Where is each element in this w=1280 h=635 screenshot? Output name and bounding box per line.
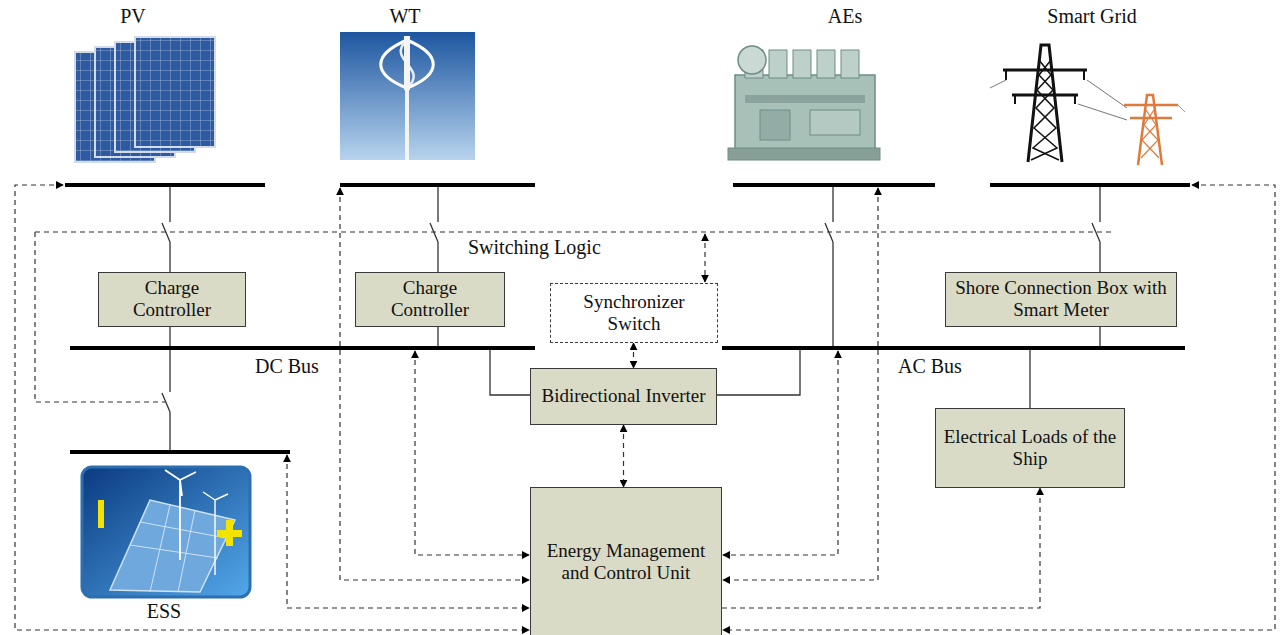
power-wire [1099, 326, 1100, 346]
energy-storage [130, 505, 226, 592]
controller-box: Charge Controller [98, 272, 246, 327]
wind-turbine [340, 32, 475, 160]
control-connector [722, 488, 1040, 608]
auxiliary-engine [728, 46, 880, 160]
controller-box: Charge Controller [355, 272, 505, 327]
bus-bar [722, 346, 1185, 350]
power-wire [825, 187, 833, 346]
power-wire [717, 350, 800, 395]
box-text: Bidirectional Inverter [541, 385, 705, 407]
control-line [287, 455, 529, 608]
power-wire [490, 350, 530, 395]
control-unit-box: Energy Management and Control Unit [530, 487, 722, 635]
power-wire [430, 187, 438, 272]
bus-label: DC Bus [255, 355, 319, 378]
auxiliary-engine [810, 110, 860, 135]
control-connector [633, 343, 634, 368]
transmission-tower [1003, 70, 1087, 95]
control-line [723, 185, 1275, 630]
energy-storage [165, 470, 196, 560]
auxiliary-engine [728, 148, 880, 160]
source-label: PV [120, 5, 146, 28]
source-label: ESS [147, 600, 181, 623]
auxiliary-engine [760, 110, 790, 140]
bus-bar [340, 183, 535, 187]
box-text: Charge Controller [363, 277, 497, 322]
bus-label: AC Bus [898, 355, 962, 378]
power-wire [437, 326, 438, 346]
power-wire [1092, 187, 1100, 272]
auxiliary-engine [793, 50, 811, 78]
shore-box: Shore Connection Box with Smart Meter [945, 272, 1177, 327]
power-wire [162, 350, 170, 450]
auxiliary-engine [841, 50, 859, 78]
auxiliary-engine [735, 75, 875, 150]
auxiliary-engine [769, 50, 787, 78]
box-text: Charge Controller [106, 277, 238, 322]
pv-panels [135, 37, 215, 147]
energy-storage [82, 467, 250, 597]
box-text: Electrical Loads of the Ship [943, 426, 1117, 471]
power-wire [1029, 350, 1030, 408]
box-text: Energy Management and Control Unit [538, 540, 714, 585]
box-text: Shore Connection Box with Smart Meter [953, 277, 1169, 322]
bus-bar [70, 450, 290, 454]
control-line [35, 231, 1115, 232]
transmission-tower [1006, 70, 1084, 104]
source-label: Smart Grid [1047, 5, 1136, 28]
logic-label: Switching Logic [468, 236, 601, 259]
control-line [723, 351, 838, 555]
switch-box: Synchronizer Switch [550, 283, 718, 343]
auxiliary-engine [817, 50, 835, 78]
energy-storage [82, 467, 250, 597]
transmission-tower [1124, 105, 1178, 118]
control-line [15, 185, 529, 630]
control-line [704, 234, 705, 282]
control-line [723, 188, 878, 580]
bus-bar [990, 183, 1190, 187]
control-line [15, 185, 1275, 630]
box-text: Synchronizer Switch [558, 291, 710, 336]
pv-panels [75, 37, 215, 162]
control-connector [623, 425, 624, 487]
transmission-tower [990, 45, 1185, 165]
power-wire [162, 187, 170, 272]
transmission-tower [1178, 105, 1185, 112]
bus-bar [733, 183, 935, 187]
source-label: AEs [828, 5, 862, 28]
transmission-tower [1028, 45, 1062, 162]
energy-storage [217, 530, 242, 537]
energy-storage [110, 500, 235, 592]
source-label: WT [389, 5, 420, 28]
bus-bar [65, 183, 265, 187]
auxiliary-engine [738, 46, 766, 74]
wind-turbine [405, 86, 409, 160]
wind-turbine [404, 36, 410, 90]
transmission-tower [1031, 60, 1057, 160]
power-wire [169, 326, 170, 346]
inverter-box: Bidirectional Inverter [530, 368, 717, 425]
wind-turbine [340, 32, 475, 160]
load-box: Electrical Loads of the Ship [935, 408, 1125, 488]
auxiliary-engine [745, 95, 865, 103]
transmission-tower [1033, 60, 1059, 160]
bus-bar [70, 346, 535, 350]
control-line [415, 351, 529, 555]
transmission-tower [990, 80, 1127, 120]
energy-storage [98, 500, 104, 528]
